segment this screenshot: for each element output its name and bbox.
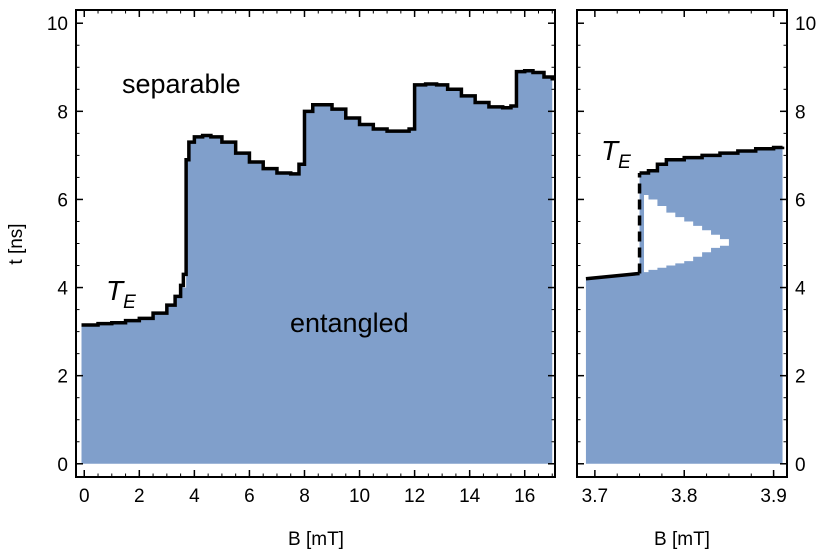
y-tick-label: 10 xyxy=(47,14,68,35)
te-sub-right: E xyxy=(618,152,631,173)
left-panel: 0 2 4 6 8 10 12 14 16 0 2 4 6 8 10 separable entangled… xyxy=(6,9,556,550)
left-marks xyxy=(81,69,554,327)
separable-hole xyxy=(644,195,729,275)
x-tick-label: 12 xyxy=(404,486,425,507)
y-tick-label: 0 xyxy=(57,455,68,476)
y-tick-label: 6 xyxy=(57,190,68,211)
y-tick-label: 8 xyxy=(57,102,68,123)
right-panel: 3.7 3.8 3.9 0 2 4 6 8 10 TE B [mT] xyxy=(576,9,816,550)
right-entangled-area xyxy=(585,146,783,464)
x-tick-label: 14 xyxy=(459,486,481,507)
x-tick-label: 3.7 xyxy=(582,486,608,507)
x-tick-label: 4 xyxy=(189,486,200,507)
x-tick-label: 8 xyxy=(299,486,310,507)
y-tick-label: 0 xyxy=(795,455,806,476)
x-tick-label: 3.8 xyxy=(671,486,697,507)
entangled-label: entangled xyxy=(290,308,409,338)
x-tick-label: 16 xyxy=(514,486,535,507)
right-marks xyxy=(585,145,785,281)
y-tick-label: 2 xyxy=(57,367,68,388)
y-tick-label: 10 xyxy=(795,14,816,35)
x-tick-label: 0 xyxy=(79,486,90,507)
te-label-left: TE xyxy=(106,275,136,313)
x-tick-label: 2 xyxy=(134,486,145,507)
left-ylabel: t [ns] xyxy=(6,223,27,264)
y-tick-label: 4 xyxy=(57,279,68,300)
right-entangled-fill xyxy=(585,146,783,464)
te-label-right: TE xyxy=(601,135,631,173)
x-tick-label: 10 xyxy=(349,486,370,507)
te-sub-left: E xyxy=(123,292,136,313)
right-xlabel: B [mT] xyxy=(654,529,710,550)
separable-label: separable xyxy=(122,69,241,99)
te-boundary-line xyxy=(81,69,554,327)
left-ticks: 0 2 4 6 8 10 12 14 16 0 2 4 6 8 10 xyxy=(47,10,555,507)
x-tick-label: 6 xyxy=(244,486,255,507)
y-tick-label: 8 xyxy=(795,102,806,123)
y-tick-label: 2 xyxy=(795,367,806,388)
y-tick-label: 4 xyxy=(795,279,806,300)
te-main-left: T xyxy=(106,275,125,306)
right-upper-boundary xyxy=(639,145,785,175)
right-ticks: 3.7 3.8 3.9 0 2 4 6 8 10 xyxy=(577,10,816,507)
entangled-region-fill xyxy=(81,70,553,464)
right-lower-boundary xyxy=(585,271,640,281)
entangled-area xyxy=(81,70,553,464)
x-tick-label: 3.9 xyxy=(760,486,786,507)
y-tick-label: 6 xyxy=(795,190,806,211)
te-main-right: T xyxy=(601,135,620,166)
left-xlabel: B [mT] xyxy=(288,529,344,550)
